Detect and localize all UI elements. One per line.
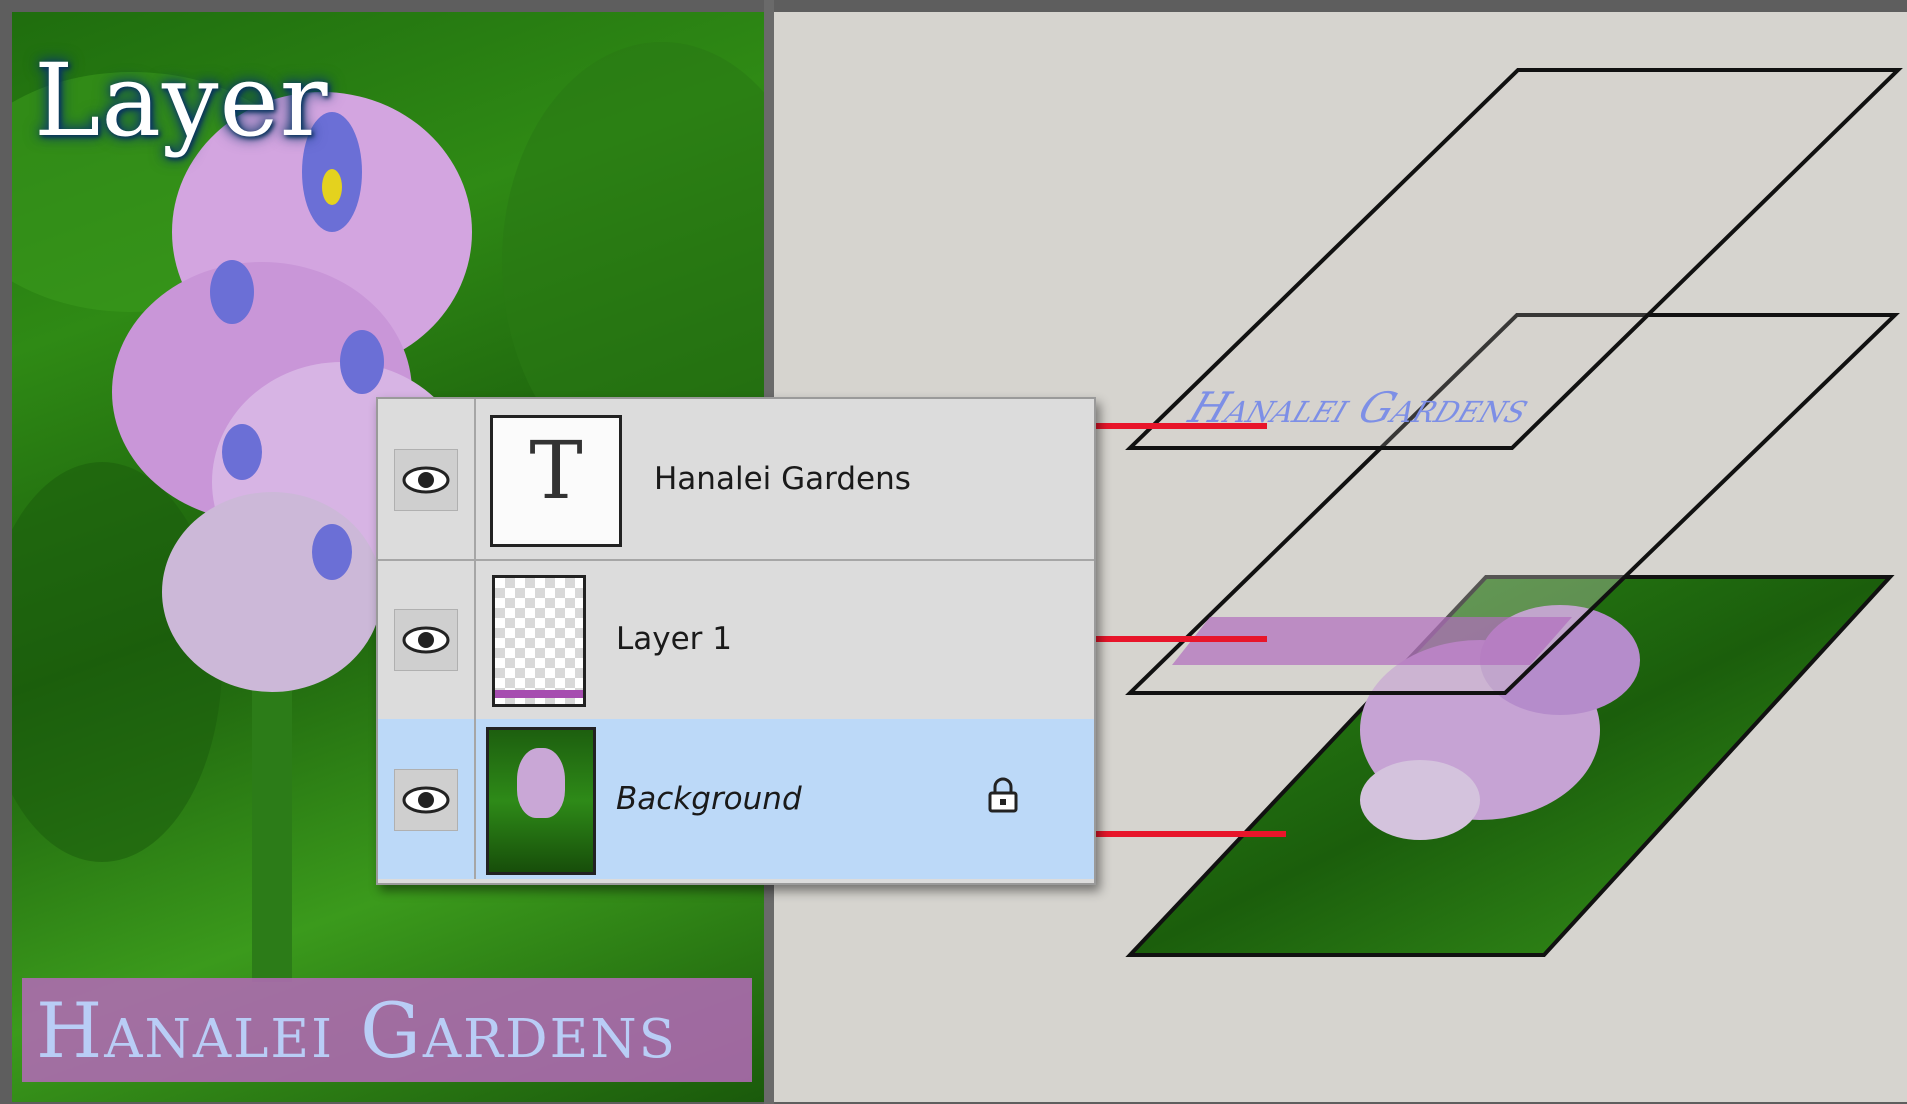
connector-line-text [961, 423, 1267, 429]
text-layer-glyph: T [529, 424, 583, 517]
layer-row-hanalei-gardens[interactable]: T Hanalei Gardens [378, 399, 1094, 561]
layer1-plane [1125, 313, 1900, 695]
text-plane [1125, 68, 1903, 450]
visibility-cell[interactable] [378, 719, 476, 879]
text-layer-icon[interactable]: T [490, 415, 622, 547]
layer-row-background[interactable]: Background [378, 719, 1094, 879]
connector-line-background [980, 831, 1286, 837]
connector-line-layer1 [961, 636, 1267, 642]
layer-name[interactable]: Hanalei Gardens [654, 461, 911, 497]
visibility-cell[interactable] [378, 399, 476, 559]
layer-row-layer-1[interactable]: Layer 1 [378, 559, 1094, 721]
photo-caption: Hanalei Gardens [22, 978, 752, 1082]
eye-icon[interactable] [394, 769, 458, 831]
purple-bar [495, 690, 583, 698]
flower-thumb-bloom [517, 748, 565, 818]
photo-caption-text: Hanalei Gardens [36, 986, 677, 1075]
layer1-thumbnail[interactable] [492, 575, 586, 707]
eye-icon[interactable] [394, 449, 458, 511]
layer-name[interactable]: Background [616, 781, 802, 817]
visibility-cell[interactable] [378, 559, 476, 719]
eye-icon[interactable] [394, 609, 458, 671]
layer1-plane-bar [1172, 617, 1572, 665]
layer-name[interactable]: Layer 1 [616, 621, 733, 657]
layers-panel: T Hanalei Gardens Layer 1 Background [376, 397, 1096, 885]
page-title: Layer [34, 42, 329, 159]
lock-icon [988, 777, 1018, 813]
background-thumbnail[interactable] [486, 727, 596, 875]
